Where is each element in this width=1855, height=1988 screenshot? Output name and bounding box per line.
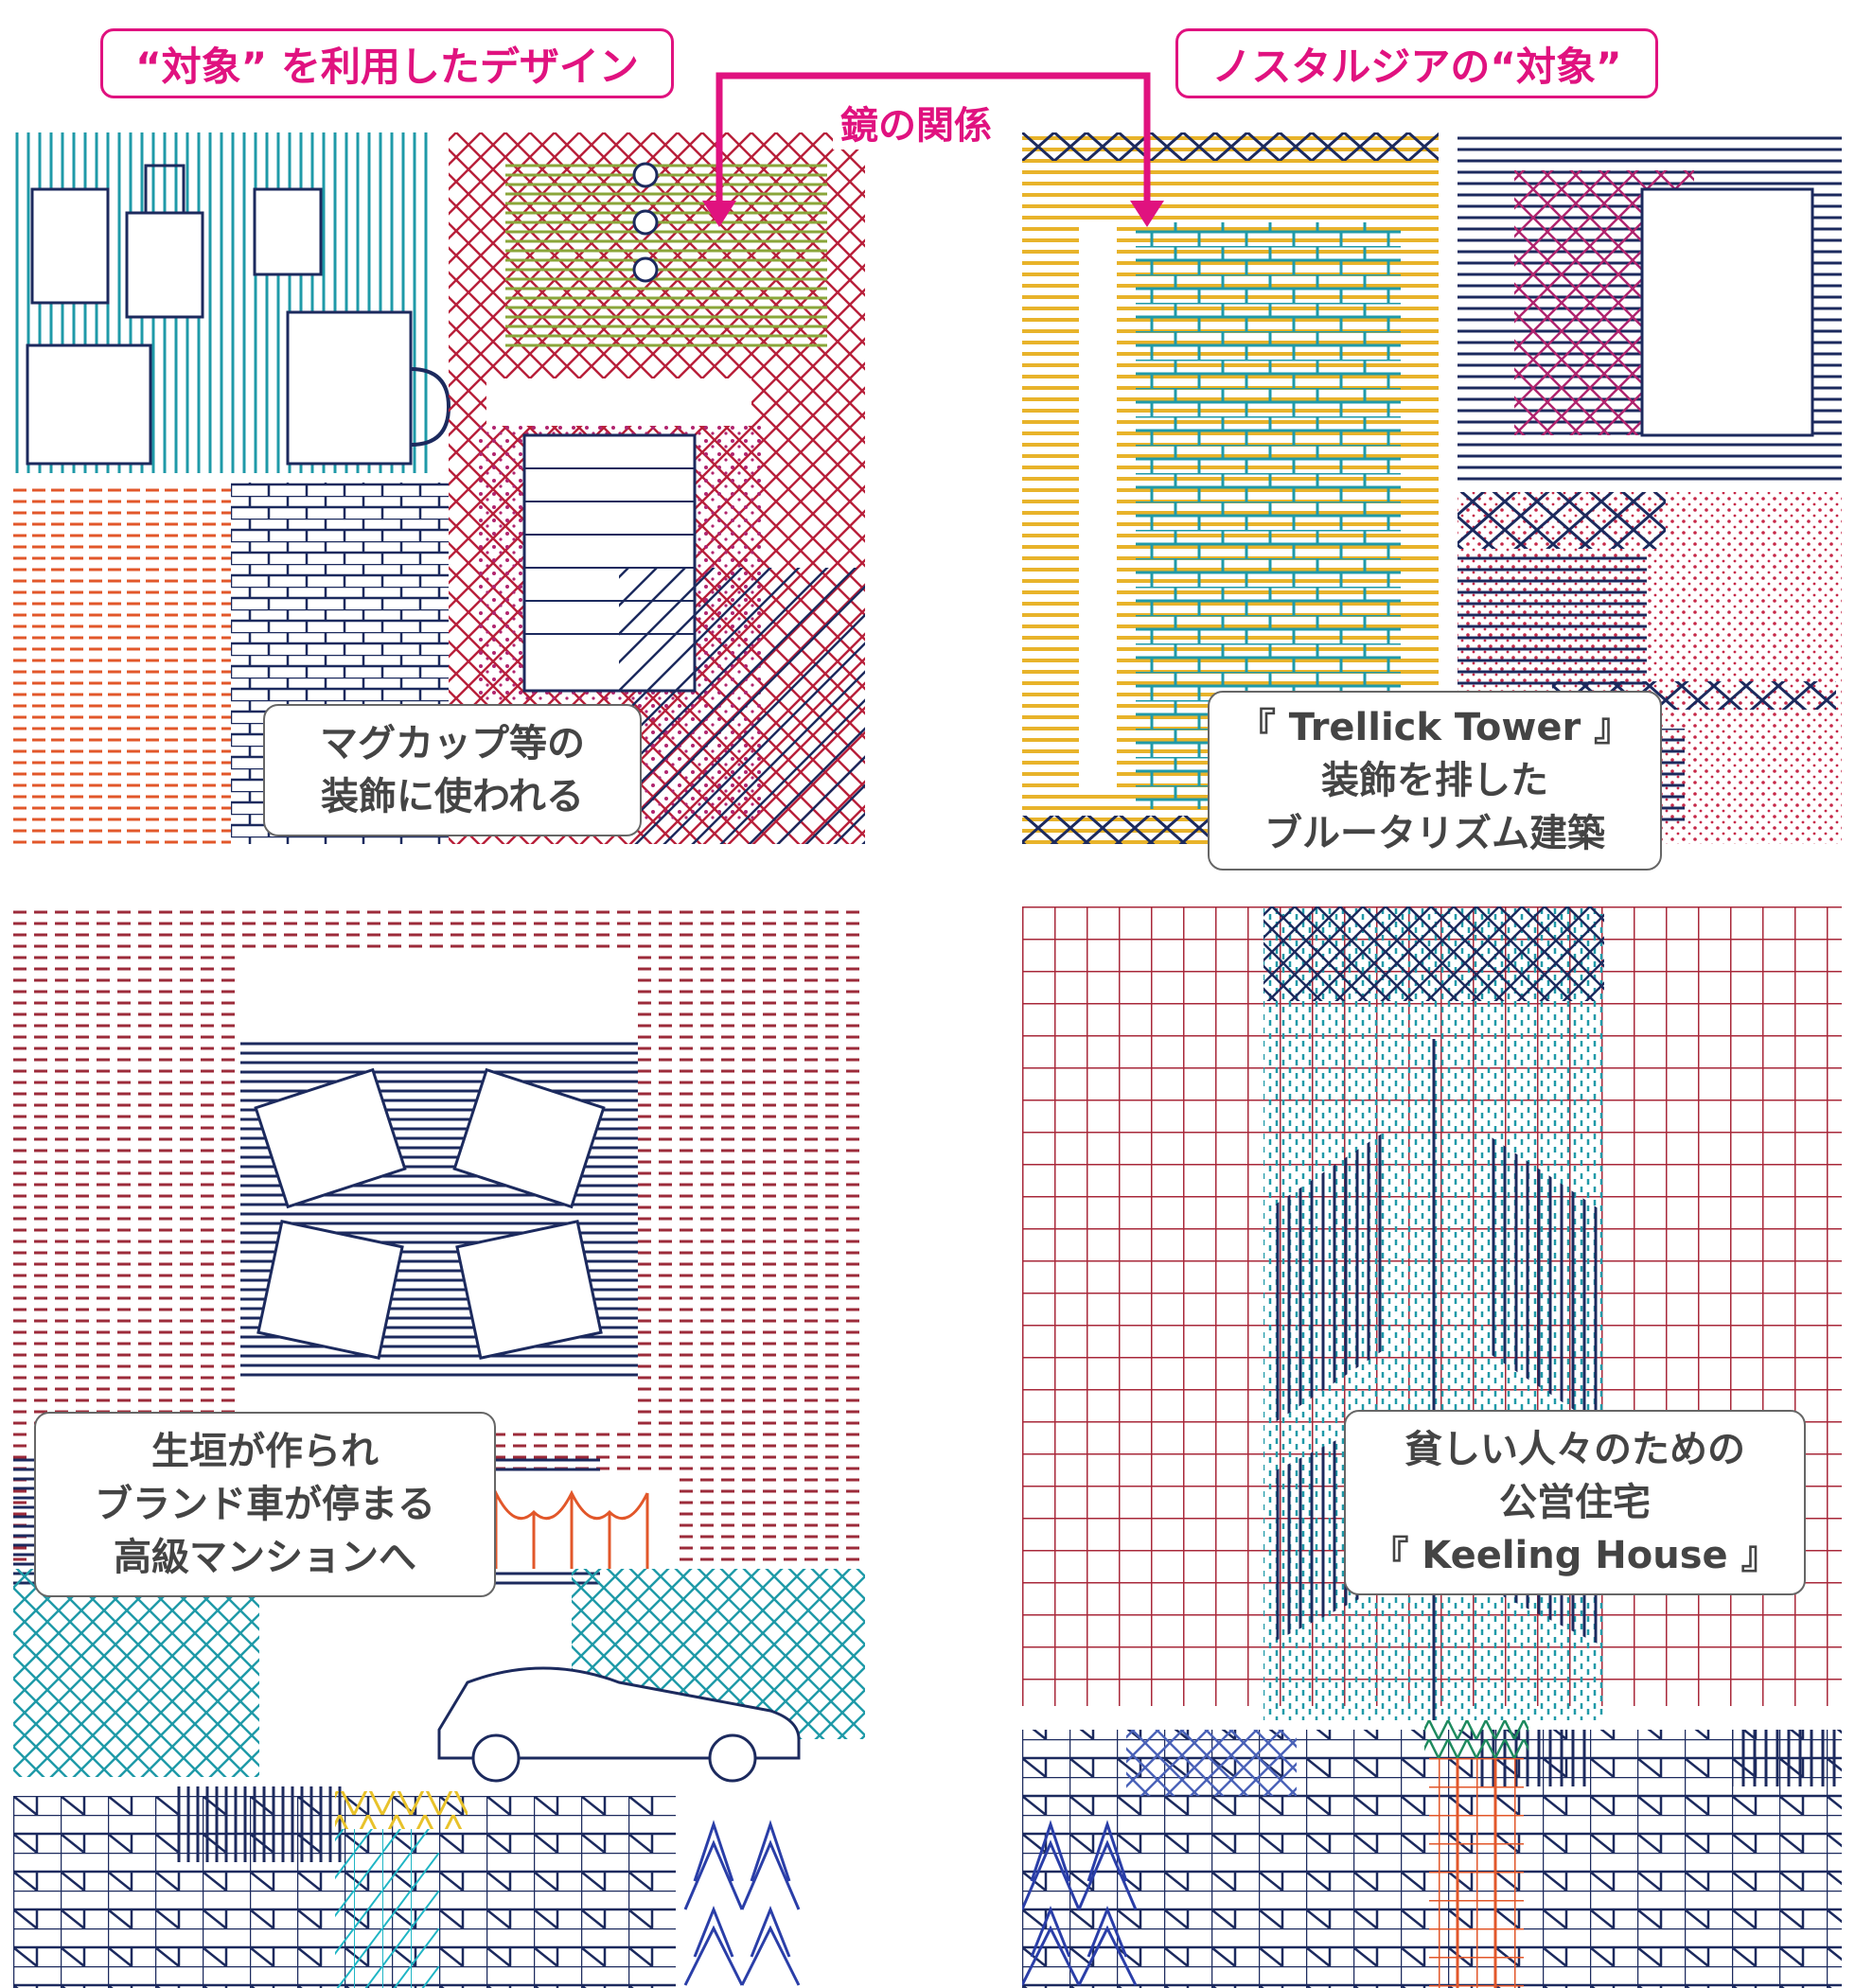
- caption-keeling-line-2: 公営住宅: [1499, 1481, 1651, 1524]
- panel-mug-design: [13, 132, 865, 844]
- caption-keeling-line-1: 貧しい人々のための: [1404, 1428, 1745, 1471]
- caption-mansion-line-3: 高級マンションへ: [114, 1536, 416, 1579]
- caption-trellick-tower: 『 Trellick Tower 』 装飾を排した ブルータリズム建築: [1208, 691, 1662, 871]
- trellick-tower-illustration: [1022, 132, 1842, 844]
- caption-mug-line-2: 装飾に使われる: [321, 775, 584, 818]
- caption-mansion-line-1: 生垣が作られ: [151, 1430, 379, 1473]
- caption-keeling-line-3: 『 Keeling House 』: [1370, 1534, 1779, 1577]
- left-header-label: “対象” を利用したデザイン: [100, 28, 674, 98]
- caption-trellick-line-1: 『 Trellick Tower 』: [1237, 706, 1633, 749]
- caption-keeling-house: 貧しい人々のための 公営住宅 『 Keeling House 』: [1344, 1410, 1806, 1595]
- caption-trellick-line-3: ブルータリズム建築: [1264, 812, 1605, 855]
- right-header-label: ノスタルジアの“対象”: [1175, 28, 1658, 98]
- caption-mug-design: マグカップ等の 装飾に使われる: [263, 704, 642, 836]
- mirror-relation-label: 鏡の関係: [833, 95, 999, 150]
- mug-pattern-illustration: [13, 132, 865, 844]
- caption-luxury-mansion: 生垣が作られ ブランド車が停まる 高級マンションへ: [34, 1412, 496, 1597]
- panel-trellick-tower: [1022, 132, 1842, 844]
- caption-trellick-line-2: 装飾を排した: [1321, 759, 1548, 802]
- caption-mug-line-1: マグカップ等の: [320, 722, 585, 765]
- caption-mansion-line-2: ブランド車が停まる: [95, 1483, 435, 1526]
